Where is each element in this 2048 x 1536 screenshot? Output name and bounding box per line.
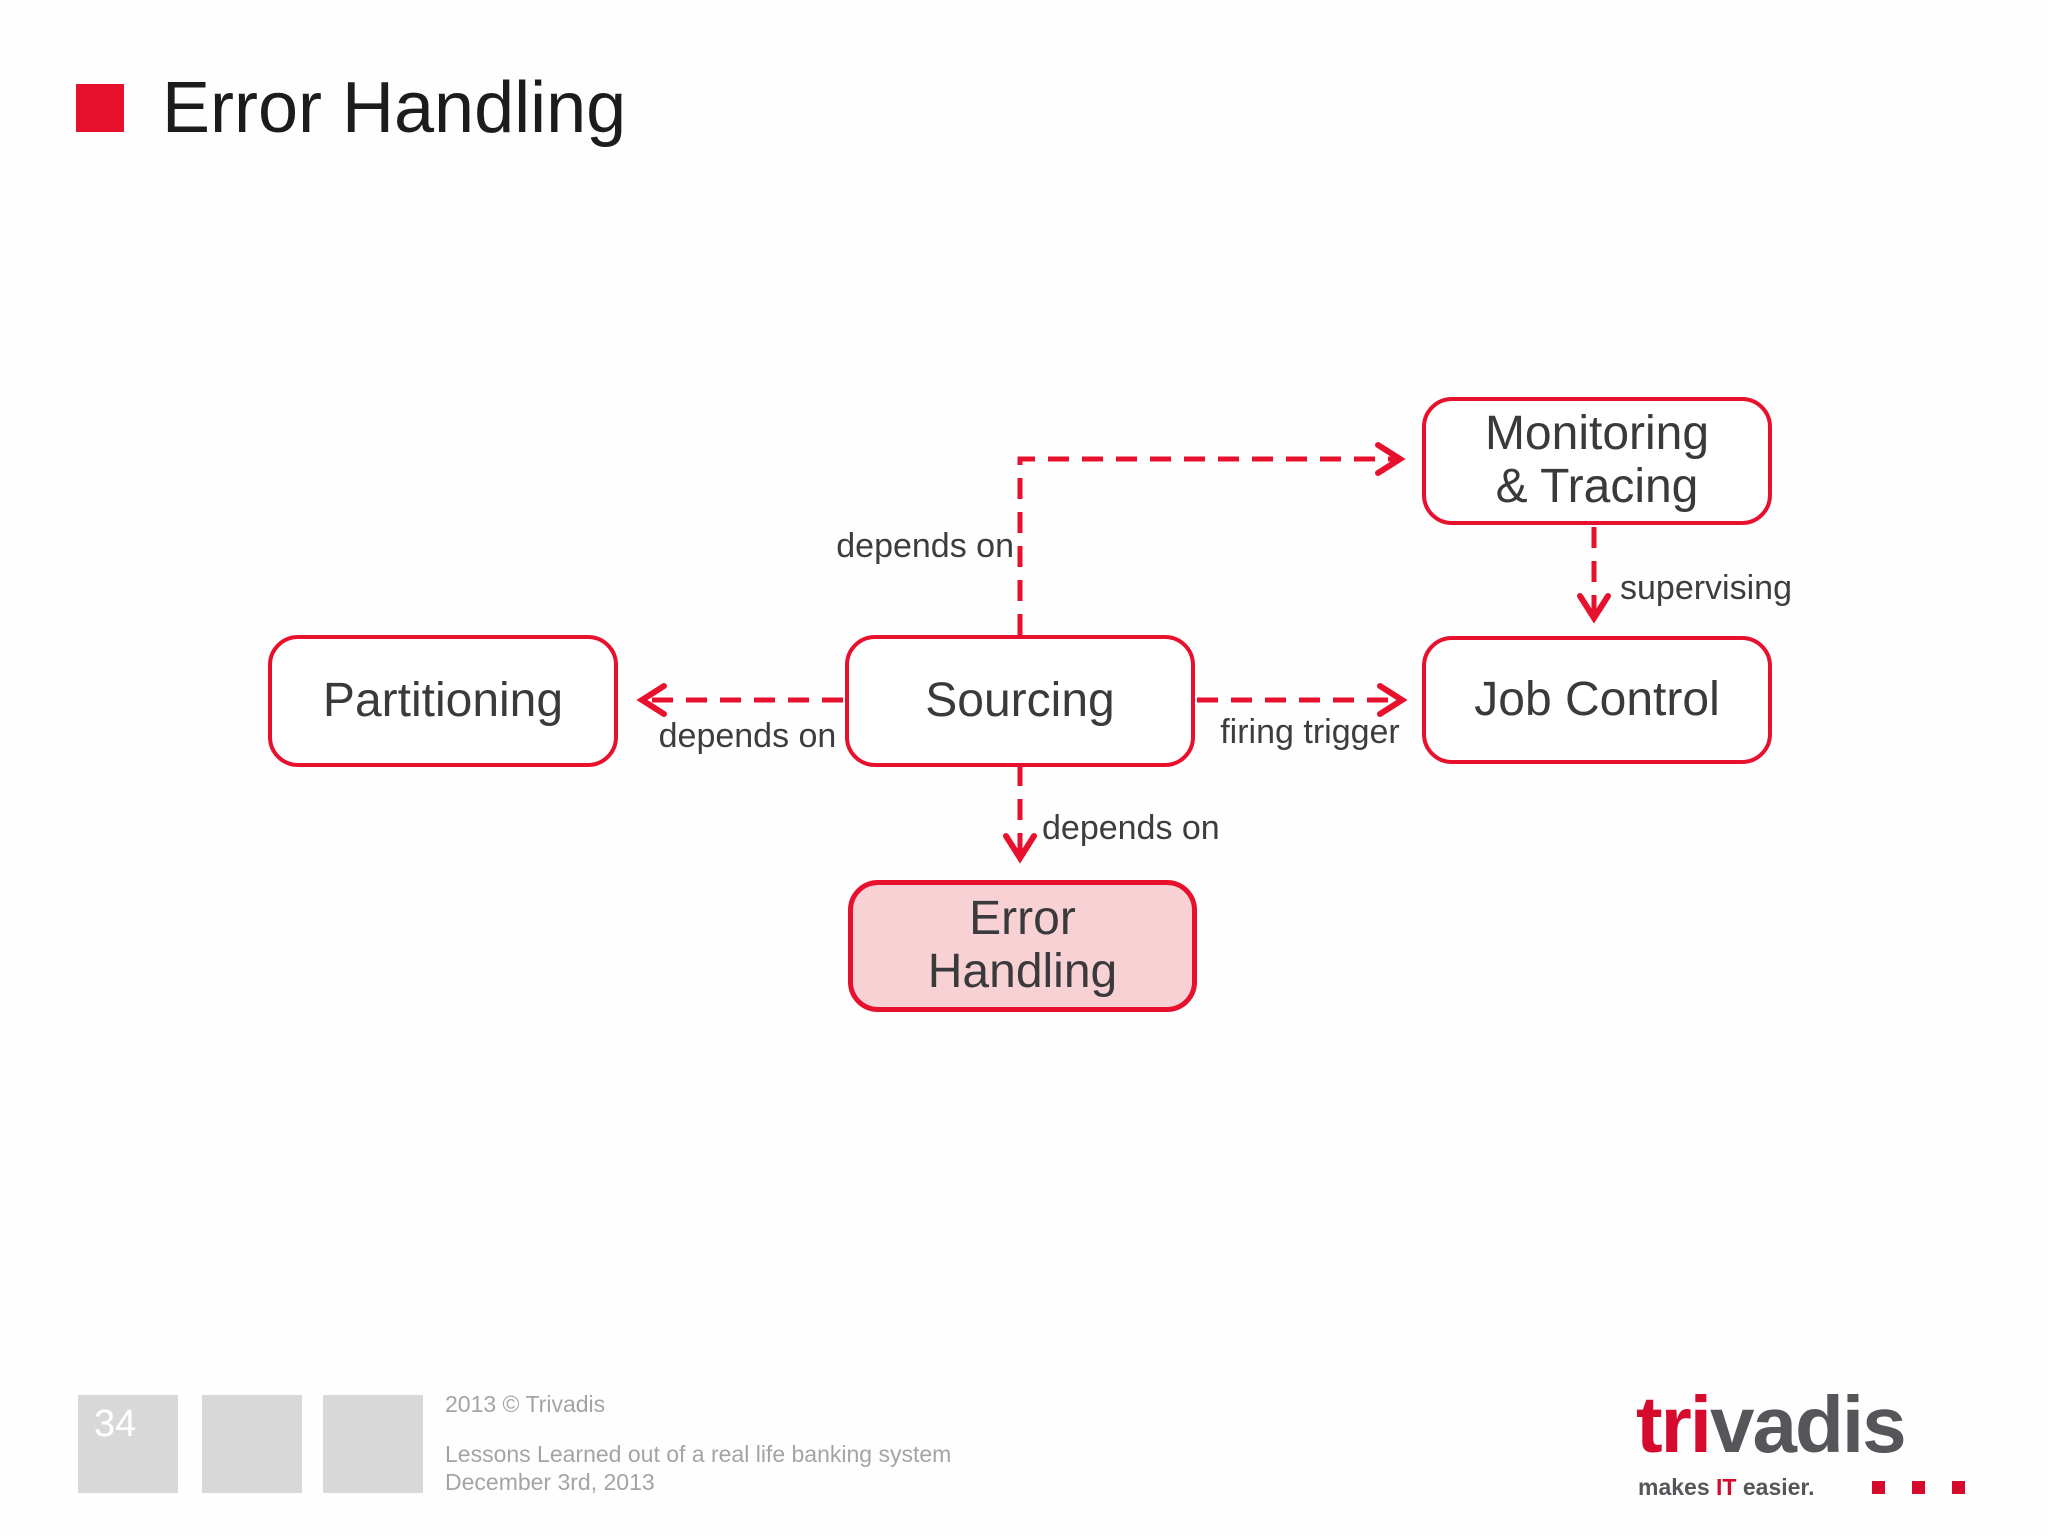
node-job-control: Job Control xyxy=(1422,636,1772,764)
node-label-line: & Tracing xyxy=(1495,460,1699,513)
node-sourcing: Sourcing xyxy=(845,635,1195,767)
trivadis-logo: trivadis xyxy=(1636,1385,1907,1465)
node-error-handling: Error Handling xyxy=(848,880,1197,1012)
footer-copyright: 2013 © Trivadis xyxy=(445,1391,606,1417)
logo-dot xyxy=(1912,1481,1925,1494)
logo-tagline: makes IT easier. xyxy=(1638,1474,1815,1501)
node-label-line: Error xyxy=(969,892,1076,946)
edge-label-depends-on-monitoring: depends on xyxy=(836,527,1014,565)
tagline-it: IT xyxy=(1716,1474,1737,1500)
node-label-line: Handling xyxy=(927,945,1118,998)
footer-presentation-title: Lessons Learned out of a real life banki… xyxy=(445,1441,952,1467)
logo-dot xyxy=(1952,1481,1965,1494)
footer-decorative-square xyxy=(202,1395,302,1493)
edge-label-firing-trigger: firing trigger xyxy=(1220,713,1400,751)
edge-label-depends-on-partitioning: depends on xyxy=(658,717,837,755)
logo-text-red: tri xyxy=(1636,1380,1712,1469)
logo-text-gray: vadis xyxy=(1710,1380,1907,1469)
logo-dot xyxy=(1872,1481,1885,1494)
node-label-line: Partitioning xyxy=(322,673,564,727)
node-label-line: Sourcing xyxy=(925,673,1115,727)
slide-header: Error Handling xyxy=(76,72,626,144)
title-bullet-square xyxy=(76,84,124,132)
edge-label-supervising: supervising xyxy=(1620,569,1792,607)
page-number-square: 34 xyxy=(78,1395,178,1493)
footer-date: December 3rd, 2013 xyxy=(445,1469,655,1495)
tagline-easier: easier. xyxy=(1736,1474,1815,1500)
tagline-makes: makes xyxy=(1638,1474,1717,1500)
edge-sourcing-to-monitoring xyxy=(1017,442,1406,635)
node-label-line: Monitoring xyxy=(1484,407,1710,461)
node-label-line: Job Control xyxy=(1474,672,1720,726)
footer-decorative-square xyxy=(323,1395,423,1493)
node-monitoring-tracing: Monitoring & Tracing xyxy=(1422,397,1772,525)
page-number: 34 xyxy=(94,1403,137,1445)
edge-label-depends-on-errorhandling: depends on xyxy=(1042,809,1220,847)
node-partitioning: Partitioning xyxy=(268,635,618,767)
page-title: Error Handling xyxy=(162,68,627,148)
